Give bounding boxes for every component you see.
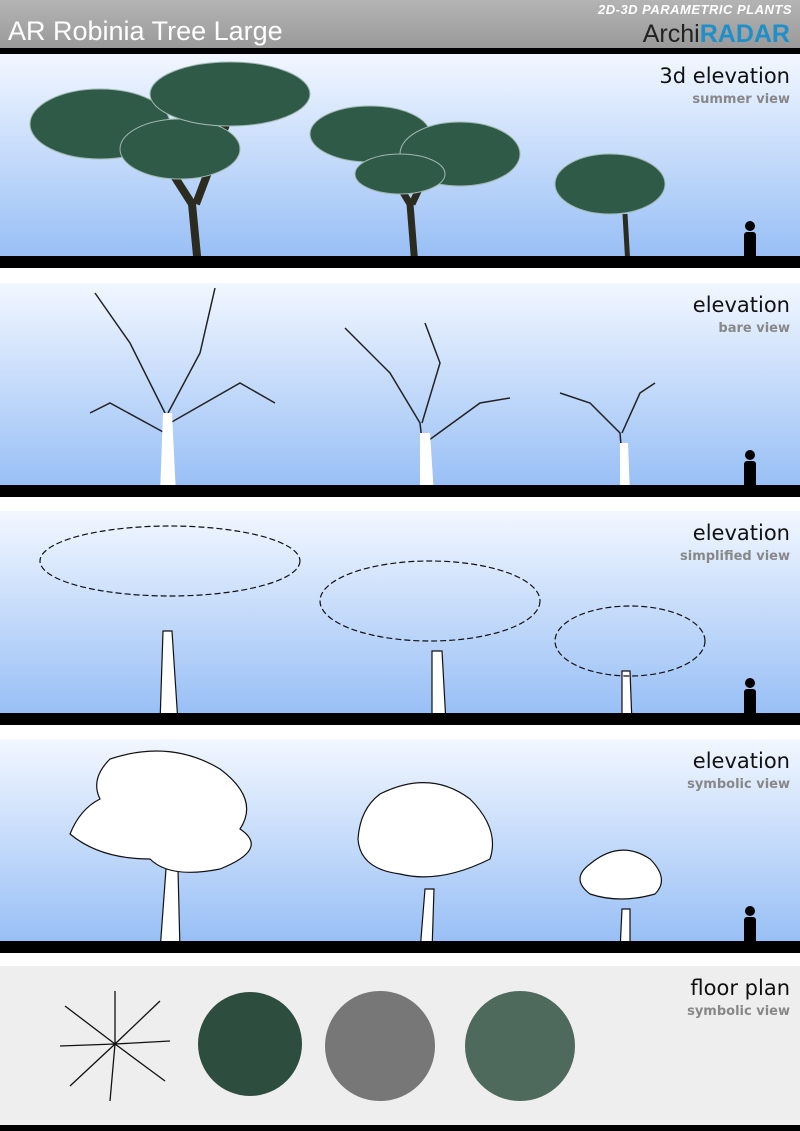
panel-bare: elevation bare view (0, 283, 800, 497)
floor-plan-symbols (59, 991, 575, 1102)
panel-subtitle: bare view (718, 321, 790, 336)
symbolic-trees-illustration (69, 750, 756, 952)
panel-symbolic: elevation symbolic view (0, 739, 800, 953)
tagline: 2D-3D PARAMETRIC PLANTS (598, 2, 792, 17)
panel-subtitle: summer view (692, 92, 790, 107)
simplified-trees-illustration (39, 525, 756, 724)
ground-line (0, 256, 800, 268)
panel-subtitle: symbolic view (687, 1004, 790, 1019)
plan-symbol-textured (465, 991, 575, 1101)
header-divider (0, 48, 800, 54)
plan-symbol-green (198, 992, 302, 1096)
ground-line (0, 485, 800, 497)
plan-symbol-branches (59, 991, 171, 1102)
panel-title: 3d elevation (659, 64, 790, 88)
header-bar: AR Robinia Tree Large 2D-3D PARAMETRIC P… (0, 0, 800, 48)
ground-line (0, 941, 800, 953)
panel-floor-plan: floor plan symbolic view (0, 966, 800, 1125)
page-title: AR Robinia Tree Large (8, 16, 283, 46)
panel-title: elevation (692, 521, 790, 545)
bare-trees-illustration (89, 287, 756, 496)
panel-simplified: elevation simplified view (0, 511, 800, 725)
footer-bar (0, 1125, 800, 1131)
summer-trees-illustration (29, 61, 756, 267)
plan-symbol-gray (325, 991, 435, 1101)
panel-subtitle: symbolic view (687, 777, 790, 792)
panel-title: elevation (692, 749, 790, 773)
brand-logo: ArchiRADAR (642, 20, 790, 48)
panel-title: floor plan (690, 976, 790, 1000)
panel-subtitle: simplified view (680, 549, 790, 564)
ground-line (0, 713, 800, 725)
panel-3d-summer: 3d elevation summer view (0, 54, 800, 268)
panel-title: elevation (692, 293, 790, 317)
